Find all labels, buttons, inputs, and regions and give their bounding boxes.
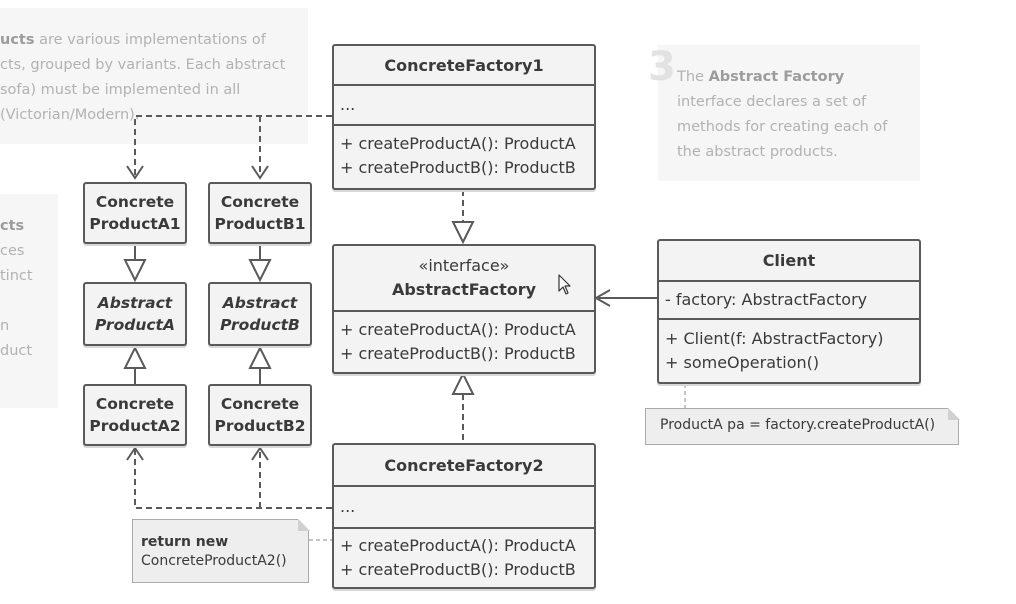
class-name: AbstractFactory xyxy=(391,280,537,299)
class-name-line: ProductB1 xyxy=(214,215,306,233)
arrowhead xyxy=(251,165,269,180)
client-code-note: ProductA pa = factory.createProductA() xyxy=(645,407,960,445)
method: + createProductB(): ProductB xyxy=(340,560,576,579)
method: + Client(f: AbstractFactory) xyxy=(665,329,884,348)
class-name-line: Concrete xyxy=(95,193,175,211)
class-methods: + createProductA(): ProductA + createPro… xyxy=(334,312,594,372)
class-name-line: ProductA2 xyxy=(89,417,181,435)
factory2-code-note: return new ConcreteProductA2() xyxy=(132,518,310,583)
background-note-abstract-factory: 3 The Abstract Factory interface declare… xyxy=(648,45,920,181)
note-text: ProductA pa = factory.createProductA() xyxy=(660,417,936,433)
background-note-abstract-factory-pre: The xyxy=(677,69,709,85)
background-note-products: ucts are various implementations of cts,… xyxy=(0,8,308,144)
background-note-abstract-products-line: tinct xyxy=(0,268,33,284)
arrowhead xyxy=(593,289,611,307)
method: + someOperation() xyxy=(665,353,820,372)
background-note-products-bold: ucts xyxy=(0,32,35,48)
class-name-line: ProductA1 xyxy=(89,215,181,233)
background-note-abstract-products-bold: cts xyxy=(0,218,25,234)
hollow-arrowhead xyxy=(451,371,475,395)
arrowhead xyxy=(126,165,144,180)
class-name-line: ProductB2 xyxy=(214,417,306,435)
class-name-line: Concrete xyxy=(220,193,300,211)
background-note-abstract-products-line: n xyxy=(0,318,10,334)
field: ... xyxy=(340,95,356,114)
background-note-abstract-products-line: duct xyxy=(0,343,33,359)
background-note-products-line: sofa) must be implemented in all xyxy=(0,82,241,98)
class-fields: - factory: AbstractFactory xyxy=(659,282,919,320)
hollow-arrowhead xyxy=(248,345,272,369)
method: + createProductB(): ProductB xyxy=(340,344,576,363)
class-fields: ... xyxy=(334,86,594,126)
note-fold xyxy=(947,407,960,420)
class-name: Client xyxy=(762,251,816,270)
class-methods: + createProductA(): ProductA + createPro… xyxy=(334,126,594,186)
class-name-line: Concrete xyxy=(95,395,175,413)
class-name: ConcreteFactory2 xyxy=(384,455,544,475)
method: + createProductA(): ProductA xyxy=(340,320,576,339)
background-note-products-line: cts, grouped by variants. Each abstract xyxy=(0,57,286,73)
abstract-factory-interface: «interface» AbstractFactory + createProd… xyxy=(332,244,596,374)
hollow-arrowhead xyxy=(451,221,475,245)
background-note-products-line: (Victorian/Modern). xyxy=(0,107,140,123)
note-text: ConcreteProductA2() xyxy=(141,553,287,569)
arrowhead xyxy=(126,446,144,461)
hollow-arrowhead xyxy=(123,345,147,369)
note-keyword: return new xyxy=(141,534,229,550)
class-header: ConcreteFactory1 xyxy=(334,46,594,86)
stereotype: «interface» xyxy=(418,256,510,275)
class-header: ConcreteFactory2 xyxy=(334,445,594,487)
class-name-line: Concrete xyxy=(220,395,300,413)
background-note-abstract-products-line: ces xyxy=(0,243,25,259)
concrete-factory-1: ConcreteFactory1 ... + createProductA():… xyxy=(332,44,596,190)
method: + createProductA(): ProductA xyxy=(340,134,576,153)
mouse-pointer-icon xyxy=(558,274,571,295)
hollow-arrowhead xyxy=(248,259,272,283)
class-methods: + Client(f: AbstractFactory) + someOpera… xyxy=(659,320,919,382)
background-note-products-text: are various implementations of xyxy=(34,32,266,48)
class-name-line: ProductB xyxy=(220,316,300,334)
step-number: 3 xyxy=(648,44,676,90)
client-class: Client - factory: AbstractFactory + Clie… xyxy=(657,239,921,384)
class-header: «interface» AbstractFactory xyxy=(334,246,594,312)
field: - factory: AbstractFactory xyxy=(665,290,868,309)
note-fold xyxy=(297,518,310,531)
background-note-abstract-factory-bold: Abstract Factory xyxy=(708,69,845,85)
dependency-arrow-factory1 xyxy=(134,115,332,178)
hollow-arrowhead xyxy=(123,259,147,283)
concrete-factory-2: ConcreteFactory2 ... + createProductA():… xyxy=(332,443,596,589)
class-fields: ... xyxy=(334,487,594,529)
field: ... xyxy=(340,497,356,516)
background-note-abstract-factory-post: interface declares a set of methods for … xyxy=(677,94,888,160)
arrowhead xyxy=(251,446,269,461)
method: + createProductA(): ProductA xyxy=(340,536,576,555)
class-name-line: Abstract xyxy=(97,294,173,312)
method: + createProductB(): ProductB xyxy=(340,158,576,177)
class-name-line: ProductA xyxy=(95,316,175,334)
background-note-abstract-products: cts ces tinct n duct xyxy=(0,194,58,408)
class-header: Client xyxy=(659,241,919,282)
dependency-arrow-factory2 xyxy=(134,448,332,509)
class-name: ConcreteFactory1 xyxy=(384,55,544,75)
class-methods: + createProductA(): ProductA + createPro… xyxy=(334,529,594,587)
class-name-line: Abstract xyxy=(222,294,298,312)
